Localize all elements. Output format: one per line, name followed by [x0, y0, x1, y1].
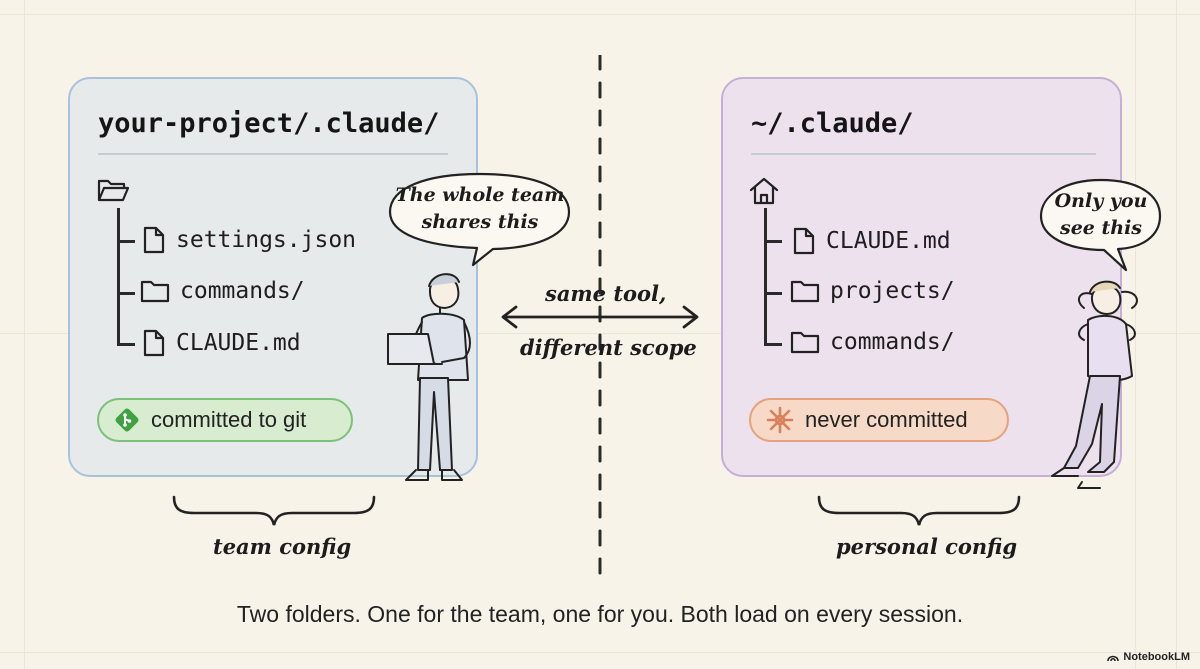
tree-item-label: commands/: [180, 278, 305, 304]
never-committed-badge: never committed: [749, 398, 1009, 442]
personal-panel-title: ~/.claude/: [751, 108, 914, 139]
double-arrow-icon: [501, 305, 699, 329]
folder-icon: [140, 280, 170, 303]
tree-item-projects[interactable]: projects/: [790, 278, 955, 304]
center-label-line2: different scope: [520, 335, 697, 360]
git-icon: [115, 408, 139, 432]
personal-brace: [817, 495, 1021, 526]
tree-item-claude-md[interactable]: CLAUDE.md: [142, 329, 301, 357]
relaxed-person-illustration: [1051, 280, 1138, 489]
folder-icon: [790, 331, 820, 354]
team-title-divider: [98, 153, 448, 155]
tree-item-settings-json[interactable]: settings.json: [142, 226, 356, 254]
team-config-label: team config: [213, 534, 352, 559]
team-panel-title: your-project/.claude/: [98, 108, 440, 139]
never-committed-badge-label: never committed: [805, 407, 968, 432]
notebooklm-logo-icon: [1107, 655, 1120, 662]
folder-open-icon: [97, 179, 130, 202]
center-label-line1: same tool,: [545, 281, 667, 306]
team-bubble-text: The whole team shares this: [395, 184, 565, 233]
tree-item-label: CLAUDE.md: [826, 228, 951, 254]
file-icon: [143, 226, 165, 254]
tree-item-label: settings.json: [176, 227, 357, 253]
person-with-laptop-illustration: [387, 273, 471, 481]
team-speech-bubble: [388, 172, 571, 267]
tree-item-claude-md-personal[interactable]: CLAUDE.md: [792, 227, 951, 255]
tree-item-label: commands/: [830, 329, 955, 355]
team-brace: [172, 495, 376, 526]
no-commit-icon: [766, 406, 794, 434]
personal-title-divider: [751, 153, 1096, 155]
tree-item-commands[interactable]: commands/: [140, 278, 305, 304]
committed-badge: committed to git: [97, 398, 353, 442]
committed-badge-label: committed to git: [151, 407, 307, 432]
caption: Two folders. One for the team, one for y…: [236, 601, 964, 627]
file-icon: [143, 329, 165, 357]
folder-icon: [790, 280, 820, 303]
home-icon: [749, 177, 779, 205]
notebooklm-watermark: NotebookLM: [1107, 651, 1190, 663]
tree-item-label: projects/: [830, 278, 955, 304]
file-icon: [793, 227, 815, 255]
tree-item-commands-personal[interactable]: commands/: [790, 329, 955, 355]
tree-item-label: CLAUDE.md: [176, 330, 301, 356]
personal-bubble-text: Only you see this: [1054, 190, 1148, 239]
personal-speech-bubble: [1039, 178, 1162, 272]
personal-config-label: personal config: [836, 534, 1018, 559]
